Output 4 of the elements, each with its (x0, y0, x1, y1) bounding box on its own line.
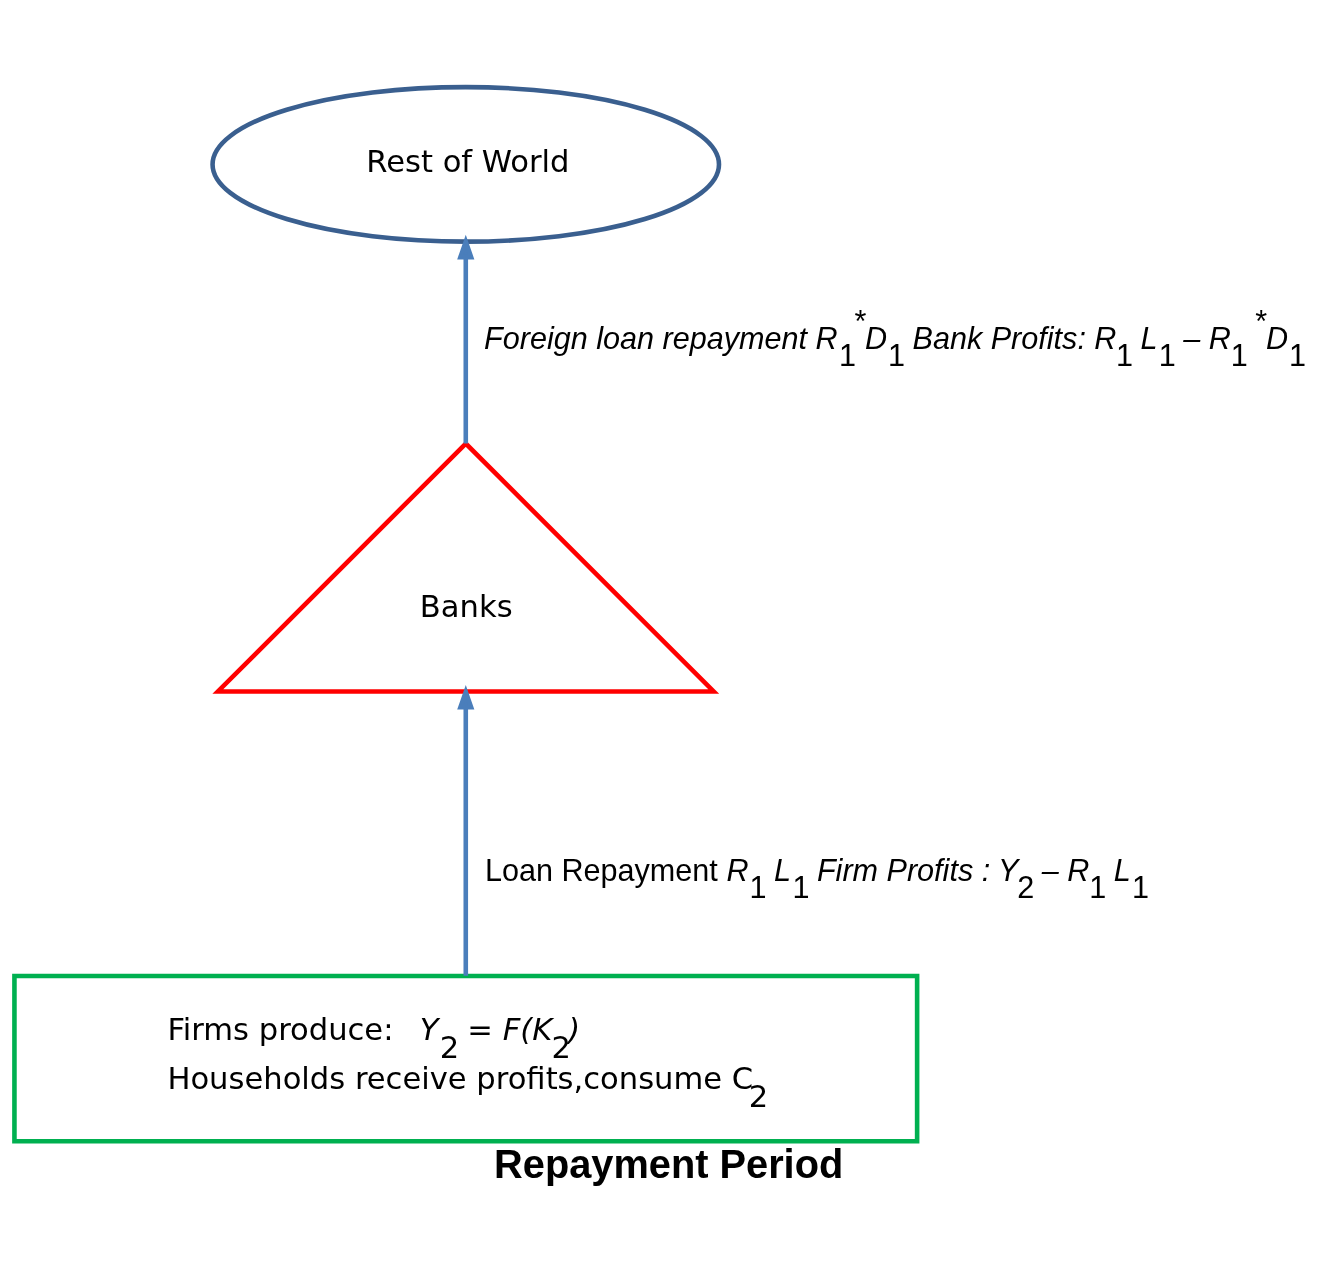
arrow (457, 684, 475, 976)
caption: Repayment Period (494, 1141, 844, 1186)
node-ellipse: Rest of World (210, 84, 722, 244)
arrow (457, 234, 475, 444)
